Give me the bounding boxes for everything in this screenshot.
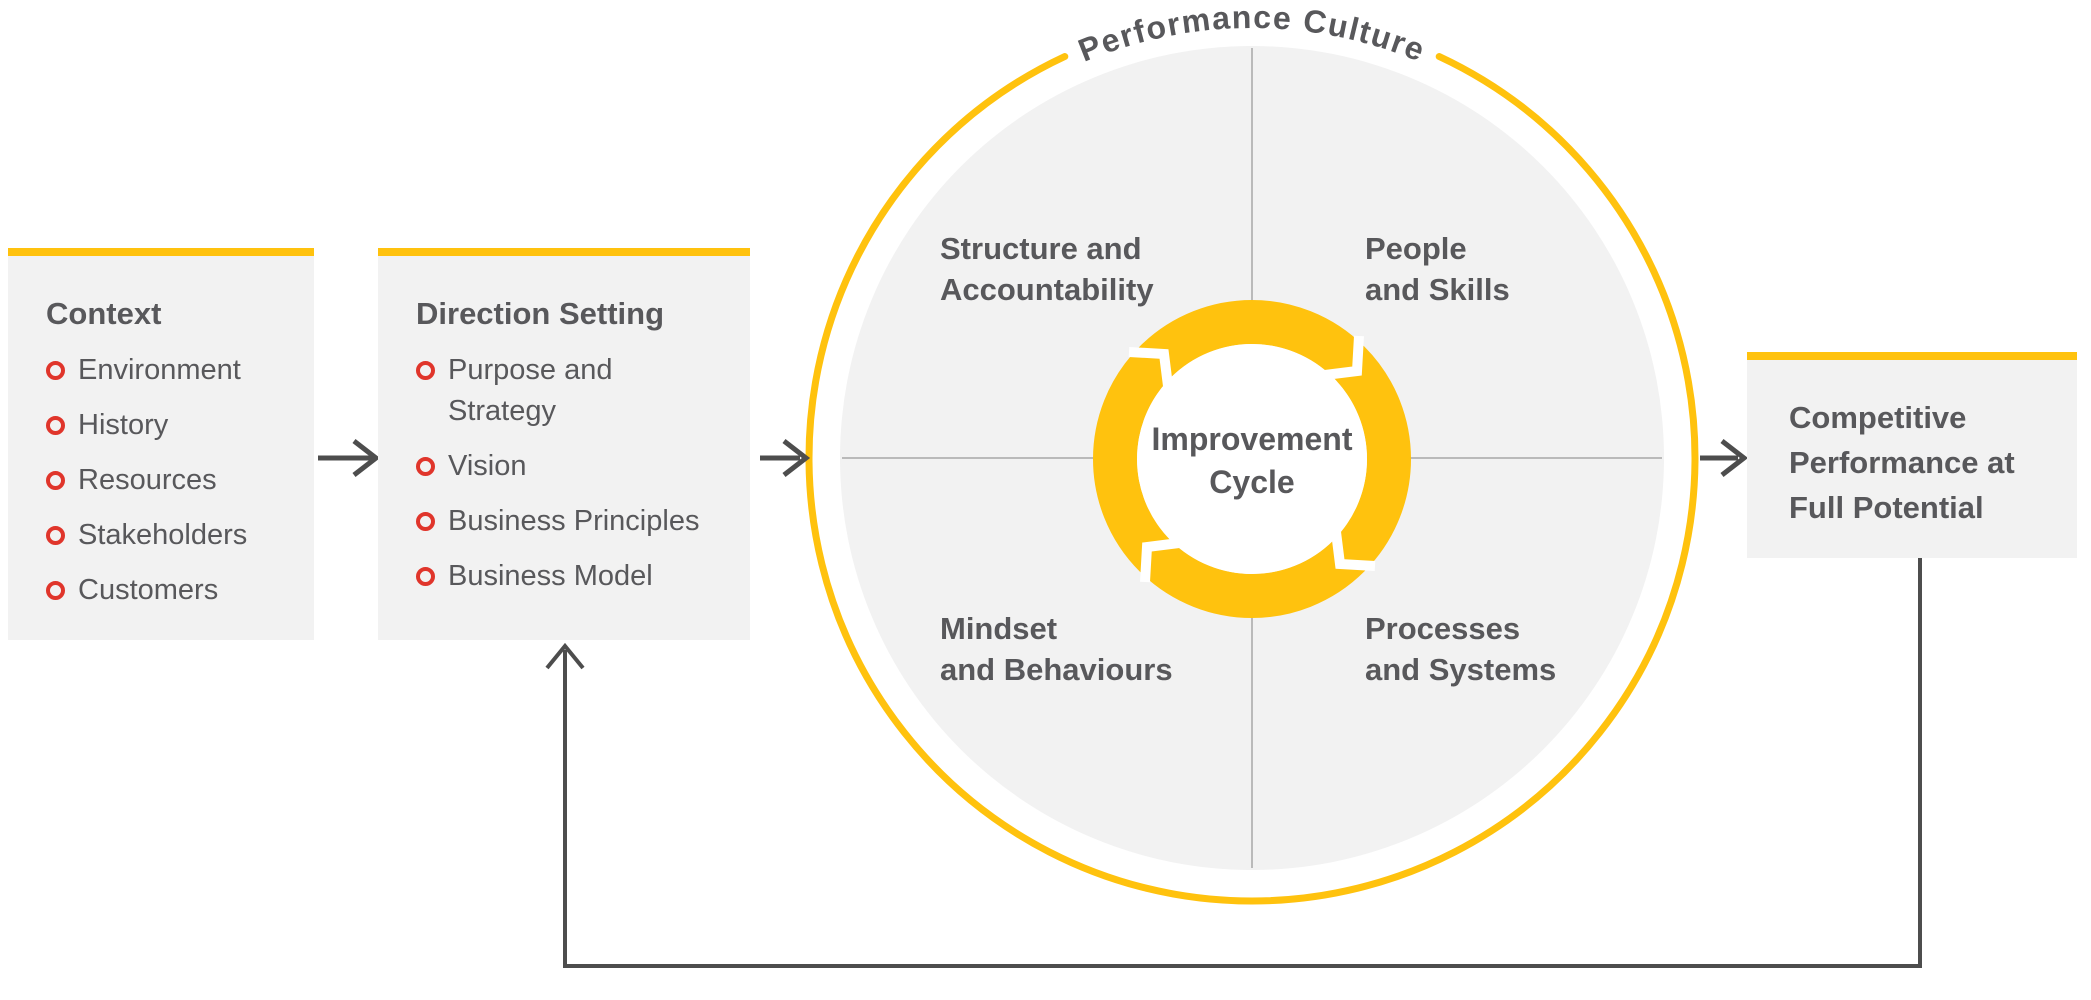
direction-item: Purpose and Strategy [416, 350, 740, 432]
context-item: Environment [46, 350, 304, 391]
context-list: Environment History Resources Stakeholde… [8, 350, 314, 611]
quadrant-label-mindset-behaviours: Mindset and Behaviours [940, 611, 1173, 687]
bullet-icon [46, 581, 65, 600]
context-panel: Context Environment History Resources St… [8, 248, 314, 640]
quadrant-label-processes-systems: Processes and Systems [1365, 611, 1557, 687]
context-item: Resources [46, 460, 304, 501]
cycle-chevron-icon [1324, 335, 1364, 380]
bullet-icon [46, 416, 65, 435]
flow-arrow-2 [760, 439, 811, 477]
context-item: History [46, 405, 304, 446]
direction-item: Vision [416, 446, 740, 487]
flow-arrow-3 [1700, 439, 1749, 477]
direction-setting-list: Purpose and Strategy Vision Business Pri… [378, 350, 750, 597]
bullet-icon [416, 512, 435, 531]
direction-item: Business Principles [416, 501, 740, 542]
context-item: Customers [46, 570, 304, 611]
quadrant-label-people-skills: People and Skills [1365, 231, 1510, 307]
direction-setting-panel: Direction Setting Purpose and Strategy V… [378, 248, 750, 640]
direction-item: Business Model [416, 556, 740, 597]
context-title: Context [46, 296, 162, 331]
bullet-icon [416, 361, 435, 380]
result-text: Competitive Performance at Full Potentia… [1789, 400, 2015, 525]
feedback-arrow [545, 558, 1922, 968]
quadrant-label-structure-accountability: Structure and Accountability [940, 231, 1154, 307]
performance-culture-ring [805, 53, 1699, 905]
result-panel: Competitive Performance at Full Potentia… [1747, 352, 2077, 558]
bullet-icon [46, 526, 65, 545]
context-item: Stakeholders [46, 515, 304, 556]
cycle-chevron-icon [1331, 531, 1376, 571]
cycle-chevron-icon [1128, 347, 1173, 387]
improvement-cycle-ring [1093, 300, 1411, 618]
bullet-icon [46, 361, 65, 380]
bullet-icon [416, 567, 435, 586]
bullet-icon [416, 457, 435, 476]
bullet-icon [46, 471, 65, 490]
flow-arrow-1 [318, 439, 381, 477]
direction-setting-title: Direction Setting [416, 296, 665, 331]
cycle-chevron-icon [1140, 538, 1180, 583]
improvement-cycle-label: Improvement Cycle [1151, 421, 1353, 500]
